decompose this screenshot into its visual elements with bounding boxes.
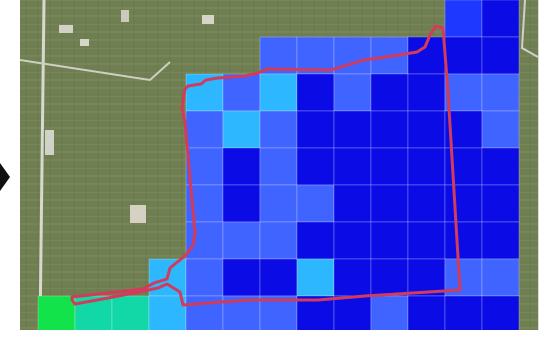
building: [45, 130, 54, 155]
building: [450, 70, 458, 78]
road-right: [520, 0, 538, 58]
satellite-map[interactable]: [20, 0, 539, 330]
footer-strip: [0, 330, 544, 346]
building: [121, 10, 129, 22]
building: [130, 205, 146, 223]
building: [440, 115, 449, 122]
road-left: [38, 0, 46, 330]
chevron-right-icon[interactable]: [0, 163, 10, 191]
satellite-background: [20, 0, 538, 330]
building: [202, 15, 214, 24]
building: [59, 25, 73, 33]
building: [80, 39, 89, 46]
